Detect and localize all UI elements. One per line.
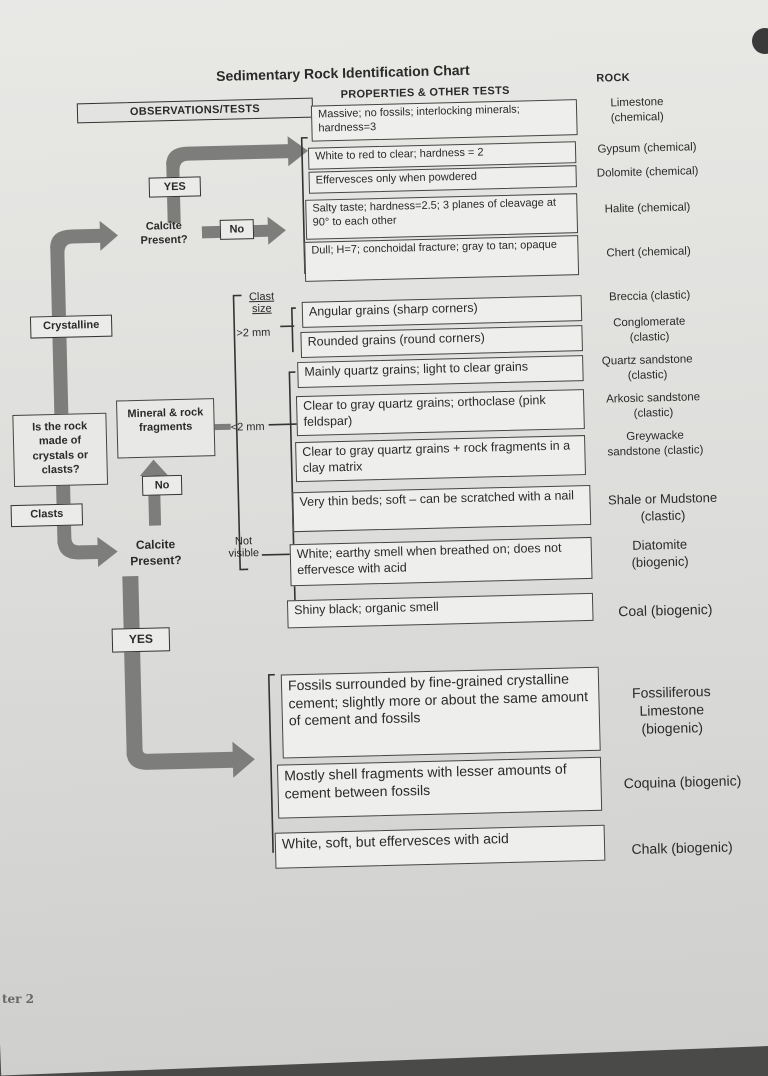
property-shale: Very thin beds; soft – can be scratched … — [292, 485, 591, 532]
rock-gypsum: Gypsum (chemical) — [582, 140, 712, 158]
yes-branch-curve — [166, 144, 291, 171]
mineral-fragments-box: Mineral & rock fragments — [116, 398, 215, 458]
property-arkosic: Clear to gray quartz grains; orthoclase … — [296, 389, 585, 436]
property-coquina: Mostly shell fragments with lesser amoun… — [277, 757, 602, 819]
yes-top-tag: YES — [149, 176, 201, 197]
rock-coquina: Coquina (biogenic) — [607, 771, 757, 793]
rock-id-chart: Sedimentary Rock Identification Chart OB… — [0, 0, 768, 1033]
rock-shale: Shale or Mudstone (clastic) — [592, 489, 733, 526]
clast-size-label: Clast size — [243, 290, 280, 315]
rock-arkosic: Arkosic sandstone (clastic) — [590, 390, 717, 423]
rock-fossiliferous: Fossiliferous Limestone (biogenic) — [611, 682, 732, 739]
arrow-to-halite — [268, 216, 287, 244]
rock-chalk: Chalk (biogenic) — [627, 837, 737, 858]
calcite-present-top: Calcite Present? — [132, 219, 197, 249]
page-footer: ter 2 — [2, 992, 34, 1006]
no-top-tag: No — [220, 219, 254, 240]
yes-bottom-tag: YES — [112, 627, 171, 652]
is-rock-box: Is the rock made of crystals or clasts? — [12, 413, 108, 487]
header-rock: ROCK — [596, 72, 630, 85]
rock-limestone: Limestone (chemical) — [589, 95, 686, 127]
clasts-tag: Clasts — [11, 503, 84, 527]
property-fossiliferous: Fossils surrounded by fine-grained cryst… — [281, 667, 601, 759]
arrow-up-mineral — [139, 459, 167, 476]
mineral-fragments-label: Mineral & rock fragments — [121, 405, 210, 436]
arrow-to-limestone — [288, 136, 309, 166]
rock-coal: Coal (biogenic) — [615, 600, 715, 621]
trunk-curve-bottom — [57, 537, 100, 560]
arrow-to-fossils — [232, 741, 255, 778]
rock-quartz-sandstone: Quartz sandstone (clastic) — [587, 352, 708, 385]
no-mid-tag: No — [142, 475, 182, 496]
rock-halite: Halite (chemical) — [587, 200, 707, 218]
rock-breccia: Breccia (clastic) — [589, 288, 709, 306]
yes-bottom-vertical — [122, 576, 142, 756]
rock-chert: Chert (chemical) — [588, 244, 708, 262]
property-greywacke: Clear to gray quartz grains + rock fragm… — [295, 435, 586, 482]
trunk-curve-top — [50, 229, 103, 254]
yes-bottom-curve — [127, 748, 235, 771]
lt2mm-label: <2 mm — [231, 421, 265, 434]
arrow-to-calcite-top — [100, 220, 119, 250]
property-diatomite: White; earthy smell when breathed on; do… — [290, 537, 593, 586]
rock-dolomite: Dolomite (chemical) — [582, 164, 712, 182]
arrow-to-calcite-bottom — [97, 537, 118, 567]
rock-diatomite: Diatomite (biogenic) — [610, 536, 711, 572]
calcite-present-bottom: Calcite Present? — [117, 537, 194, 570]
gt2mm-label: >2 mm — [236, 327, 270, 340]
not-visible-label: Not visible — [221, 535, 266, 560]
is-rock-label: Is the rock made of crystals or clasts? — [17, 419, 102, 478]
rock-conglomerate: Conglomerate (clastic) — [594, 314, 705, 347]
property-limestone: Massive; no fossils; interlocking minera… — [311, 99, 578, 141]
bracket-gt2 — [292, 308, 297, 352]
property-chert: Dull; H=7; conchoidal fracture; gray to … — [304, 235, 579, 282]
crystalline-tag: Crystalline — [30, 315, 113, 339]
property-halite: Salty taste; hardness=2.5; 3 planes of c… — [305, 193, 578, 240]
rock-greywacke: Greywacke sandstone (clastic) — [607, 428, 704, 460]
lt2mm-line — [269, 424, 297, 425]
notvis-line — [262, 554, 290, 555]
